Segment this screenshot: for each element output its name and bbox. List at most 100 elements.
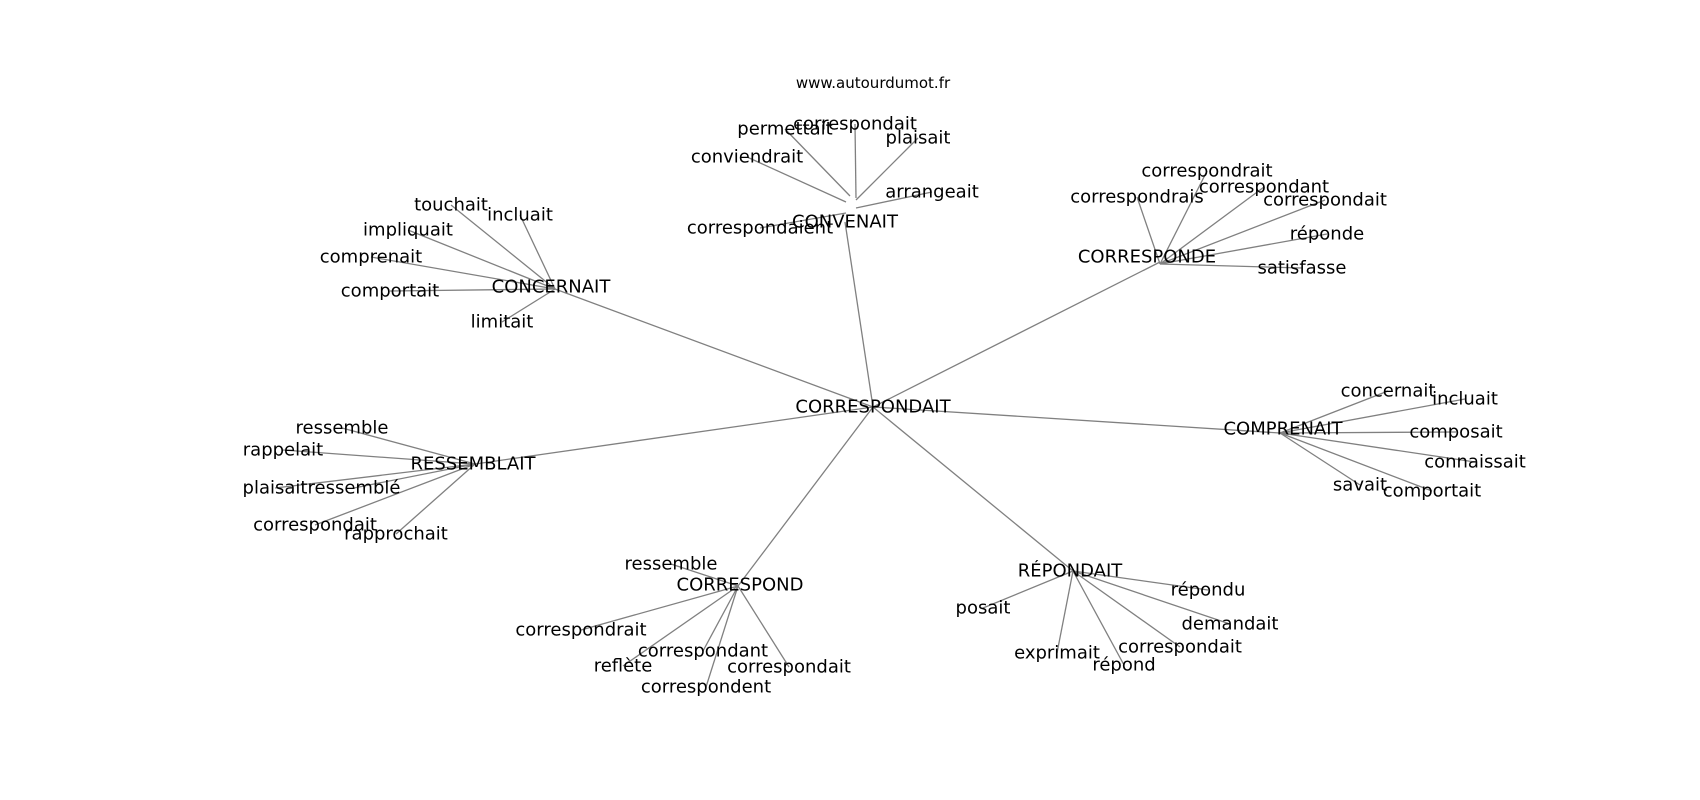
edge-hub-to-leaf [501, 288, 556, 323]
leaf-label: plaisait [243, 478, 308, 499]
edge-hub-to-leaf [395, 463, 476, 535]
edge-hub-to-leaf [519, 214, 556, 290]
hub-label: CONVENAIT [792, 212, 899, 233]
edge-hub-to-leaf [1159, 199, 1326, 265]
leaf-label: répond [1092, 655, 1155, 676]
center-label: CORRESPONDAIT [795, 397, 951, 418]
leaf-label: arrangeait [885, 182, 979, 203]
leaf-label: connaissait [1424, 452, 1526, 473]
leaf-label: comportait [1383, 481, 1481, 502]
edge-hub-to-leaf [341, 427, 476, 465]
leaf-label: conviendrait [691, 147, 803, 168]
edge-hub-to-leaf [854, 123, 857, 199]
edge-hub-to-leaf [1072, 570, 1181, 648]
leaf-label: correspondait [727, 657, 851, 678]
leaf-label: posait [956, 598, 1011, 619]
edge-hub-to-leaf [1136, 196, 1161, 265]
edge-hub-to-leaf [353, 463, 476, 489]
edge-hub-to-leaf [622, 585, 739, 667]
edge-center-to-hub [474, 406, 874, 465]
leaf-label: reflète [594, 656, 653, 677]
leaf-label: correspondant [1199, 177, 1329, 198]
edge-hub-to-leaf [746, 156, 847, 203]
edge-hub-to-leaf [1159, 263, 1303, 269]
edge-hub-to-leaf [1072, 570, 1231, 625]
edge-hub-to-leaf [1159, 170, 1208, 265]
leaf-label: permettait [737, 119, 832, 140]
labels-layer: permettaitcorrespondaitplaisaitconviendr… [243, 114, 1526, 698]
hub-label: CONCERNAIT [492, 277, 612, 298]
edge-hub-to-leaf [370, 256, 556, 290]
leaf-label: ressemblé [308, 478, 401, 499]
leaf-label: ressemble [296, 418, 389, 439]
leaf-label: rappelait [243, 440, 323, 461]
edge-hub-to-leaf [1279, 398, 1466, 434]
edges-layer [274, 123, 1476, 688]
edge-hub-to-leaf [702, 585, 739, 652]
hub-label: CORRESPOND [677, 575, 804, 596]
leaf-label: touchait [414, 195, 488, 216]
leaf-label: incluait [1432, 389, 1498, 410]
leaf-label: concernait [1341, 381, 1436, 402]
edge-hub-to-leaf [1279, 432, 1361, 486]
edge-center-to-hub [844, 221, 874, 408]
edge-hub-to-leaf [407, 229, 556, 290]
leaf-label: ressemble [625, 554, 718, 575]
leaf-label: répondu [1171, 580, 1246, 601]
edge-hub-to-leaf [855, 191, 933, 209]
edge-hub-to-leaf [1072, 570, 1125, 666]
edge-hub-to-leaf [1279, 432, 1433, 492]
leaf-label: correspondait [1263, 190, 1387, 211]
edge-center-to-hub [872, 406, 1281, 434]
leaf-label: incluait [487, 205, 553, 226]
leaf-label: correspondrais [1070, 187, 1204, 208]
edge-hub-to-leaf [450, 204, 556, 290]
edge-hub-to-leaf [705, 585, 739, 688]
leaf-label: correspondait [1118, 637, 1242, 658]
edge-hub-to-leaf [1056, 570, 1074, 654]
edge-hub-to-leaf [274, 463, 476, 489]
leaf-label: rapprochait [344, 524, 448, 545]
hub-label: RÉPONDAIT [1018, 560, 1124, 582]
leaf-label: correspondait [253, 515, 377, 536]
site-label: www.autourdumot.fr [796, 74, 951, 92]
edge-hub-to-leaf [1279, 431, 1457, 434]
leaf-label: correspondaient [687, 218, 833, 239]
edge-hub-to-leaf [759, 212, 847, 229]
leaf-label: correspondant [638, 641, 768, 662]
leaf-label: composait [1409, 422, 1502, 443]
edge-center-to-hub [737, 406, 874, 587]
edge-hub-to-leaf [1279, 390, 1389, 434]
leaf-label: comportait [341, 281, 439, 302]
edge-hub-to-leaf [1159, 186, 1265, 265]
leaf-label: impliquait [363, 220, 453, 241]
leaf-label: plaisait [886, 128, 951, 149]
leaf-label: demandait [1182, 614, 1279, 635]
edge-hub-to-leaf [1279, 432, 1476, 463]
edge-hub-to-leaf [282, 449, 476, 465]
edge-hub-to-leaf [580, 585, 739, 631]
edge-hub-to-leaf [1072, 570, 1209, 591]
edge-hub-to-leaf [855, 137, 919, 201]
hub-label: COMPRENAIT [1223, 419, 1343, 440]
edge-hub-to-leaf [737, 585, 790, 668]
edge-hub-to-leaf [389, 288, 556, 292]
edge-hub-to-leaf [982, 570, 1074, 609]
edge-hub-to-leaf [1159, 233, 1328, 265]
hub-label: RESSEMBLAIT [410, 454, 536, 475]
leaf-label: réponde [1290, 224, 1364, 245]
edge-hub-to-leaf [670, 563, 739, 587]
leaf-label: correspondait [793, 114, 917, 135]
leaf-label: limitait [471, 312, 534, 333]
leaf-label: correspondrait [515, 620, 646, 641]
leaf-label: correspondrait [1141, 161, 1272, 182]
edge-hub-to-leaf [784, 128, 851, 197]
hub-label: CORRESPONDE [1078, 247, 1216, 268]
leaf-label: exprimait [1014, 643, 1100, 664]
leaf-label: savait [1333, 475, 1387, 496]
leaf-label: satisfasse [1257, 258, 1346, 279]
edge-center-to-hub [872, 261, 1161, 408]
edge-center-to-hub [872, 406, 1074, 572]
leaf-label: comprenait [320, 247, 422, 268]
